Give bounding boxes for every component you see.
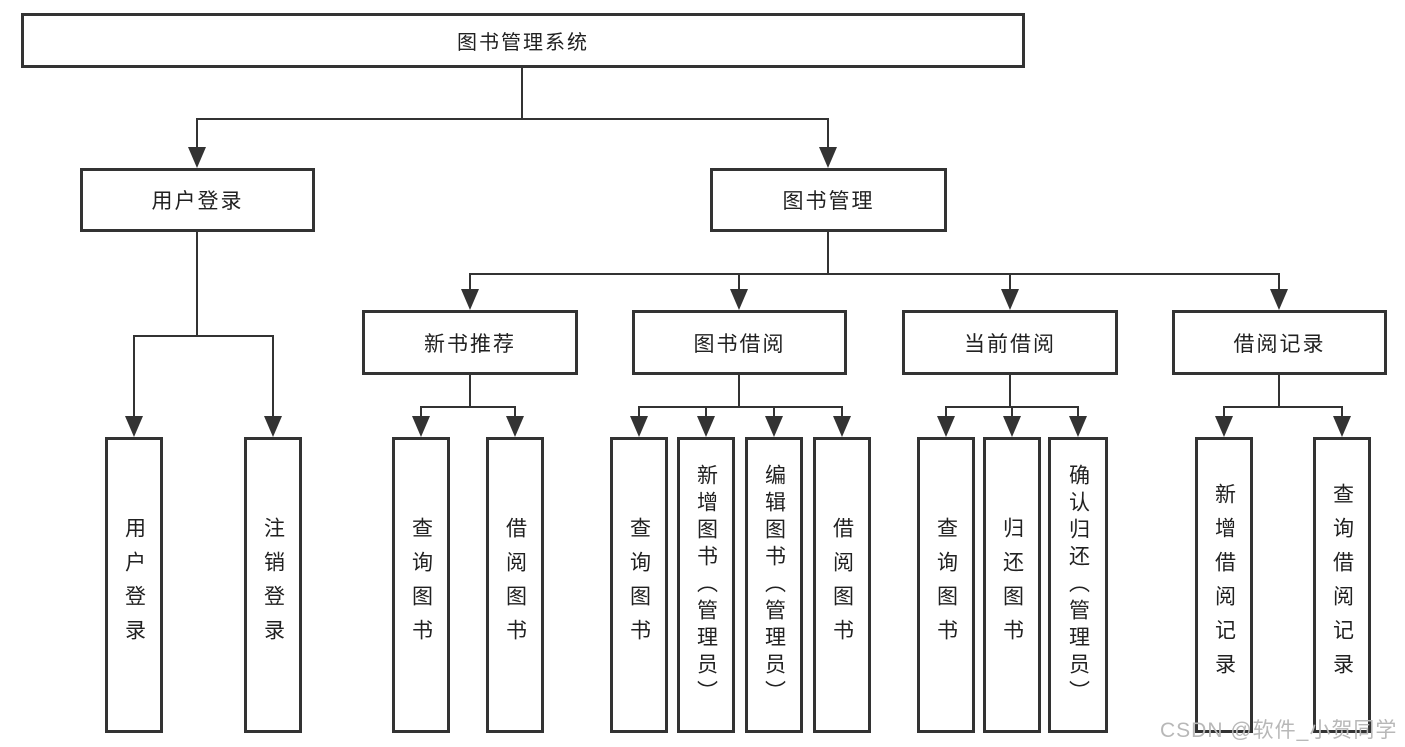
connector-stem-book-borrow (738, 375, 740, 406)
connector-drop-book-management (827, 118, 829, 152)
connector-drop-current-borrow (1009, 273, 1011, 293)
node-label: 图书管理系统 (457, 32, 589, 54)
connector-drop-book-borrow (738, 273, 740, 293)
arrow-down-icon (412, 416, 430, 437)
connector-bar-book-borrow (638, 406, 843, 408)
connector-bar-user-login (133, 335, 274, 337)
node-user-login: 用户登录 (80, 168, 315, 232)
node-label: 借阅图书 (503, 517, 527, 653)
connector-drop-logout-leaf (272, 335, 274, 419)
arrow-down-icon (765, 416, 783, 437)
arrow-down-icon (264, 416, 282, 437)
arrow-down-icon (937, 416, 955, 437)
node-label: 新书推荐 (424, 332, 516, 356)
node-label: 当前借阅 (964, 332, 1056, 356)
node-library-management-system: 图书管理系统 (21, 13, 1025, 68)
node-label: 查询图书 (627, 517, 651, 653)
arrow-down-icon (819, 147, 837, 168)
connector-drop-leaf (945, 406, 947, 419)
connector-drop-leaf (514, 406, 516, 419)
node-label: 查询图书 (934, 517, 958, 653)
node-current-borrowing: 当前借阅 (902, 310, 1118, 375)
node-leaf-confirm-return-admin: 确认归还（管理员） (1048, 437, 1108, 733)
connector-bar-root (196, 118, 829, 120)
connector-drop-new-book (469, 273, 471, 293)
arrow-down-icon (833, 416, 851, 437)
connector-drop-leaf (1223, 406, 1225, 419)
arrow-down-icon (730, 289, 748, 310)
arrow-down-icon (630, 416, 648, 437)
node-label: 归还图书 (1000, 517, 1024, 653)
connector-drop-leaf (1077, 406, 1079, 419)
node-leaf-add-borrow-record: 新增借阅记录 (1195, 437, 1253, 733)
arrow-down-icon (1003, 416, 1021, 437)
arrow-down-icon (506, 416, 524, 437)
connector-drop-leaf (638, 406, 640, 419)
node-label: 借阅记录 (1233, 332, 1326, 356)
node-leaf-query-books-recommend: 查询图书 (392, 437, 450, 733)
node-label: 用户登录 (122, 517, 146, 653)
node-leaf-borrow-books-recommend: 借阅图书 (486, 437, 544, 733)
node-label: 查询图书 (409, 517, 433, 653)
connector-drop-leaf (773, 406, 775, 419)
node-label: 图书管理 (782, 190, 875, 213)
connector-stem-book-management (827, 232, 829, 273)
connector-stem-root (521, 68, 523, 118)
arrow-down-icon (697, 416, 715, 437)
node-leaf-return-books: 归还图书 (983, 437, 1041, 733)
node-label: 注销登录 (261, 517, 285, 653)
node-book-borrowing: 图书借阅 (632, 310, 847, 375)
connector-bar-new-book (420, 406, 516, 408)
connector-drop-user-login (196, 118, 198, 152)
node-leaf-borrow-books: 借阅图书 (813, 437, 871, 733)
node-leaf-add-books-admin: 新增图书（管理员） (677, 437, 735, 733)
arrow-down-icon (188, 147, 206, 168)
connector-drop-leaf (841, 406, 843, 419)
csdn-watermark: CSDN @软件_小贺同学 (1160, 719, 1398, 742)
node-label: 查询借阅记录 (1330, 483, 1354, 687)
node-leaf-query-books-borrow: 查询图书 (610, 437, 668, 733)
node-leaf-edit-books-admin: 编辑图书（管理员） (745, 437, 803, 733)
arrow-down-icon (1270, 289, 1288, 310)
connector-drop-borrow-records (1278, 273, 1280, 293)
node-leaf-user-login: 用户登录 (105, 437, 163, 733)
arrow-down-icon (1215, 416, 1233, 437)
connector-stem-user-login (196, 232, 198, 335)
connector-drop-leaf (1011, 406, 1013, 419)
node-leaf-query-books-current: 查询图书 (917, 437, 975, 733)
node-label: 借阅图书 (830, 517, 854, 653)
connector-stem-borrow-records (1278, 375, 1280, 406)
connector-stem-current-borrow (1009, 375, 1011, 406)
arrow-down-icon (1333, 416, 1351, 437)
node-new-book-recommend: 新书推荐 (362, 310, 578, 375)
connector-drop-leaf (705, 406, 707, 419)
connector-bar-borrow-records (1223, 406, 1343, 408)
arrow-down-icon (1069, 416, 1087, 437)
connector-drop-login-leaf (133, 335, 135, 419)
connector-drop-leaf (420, 406, 422, 419)
node-label: 新增借阅记录 (1212, 483, 1236, 687)
arrow-down-icon (1001, 289, 1019, 310)
connector-drop-leaf (1341, 406, 1343, 419)
arrow-down-icon (461, 289, 479, 310)
node-label: 编辑图书（管理员） (762, 463, 786, 707)
node-leaf-logout: 注销登录 (244, 437, 302, 733)
node-label: 用户登录 (151, 190, 244, 213)
arrow-down-icon (125, 416, 143, 437)
node-label: 新增图书（管理员） (694, 463, 718, 707)
connector-stem-new-book (469, 375, 471, 406)
node-label: 确认归还（管理员） (1066, 463, 1090, 707)
node-borrow-records: 借阅记录 (1172, 310, 1387, 375)
node-book-management: 图书管理 (710, 168, 947, 232)
node-leaf-query-borrow-record: 查询借阅记录 (1313, 437, 1371, 733)
node-label: 图书借阅 (693, 332, 786, 356)
connector-bar-book-management (469, 273, 1280, 275)
